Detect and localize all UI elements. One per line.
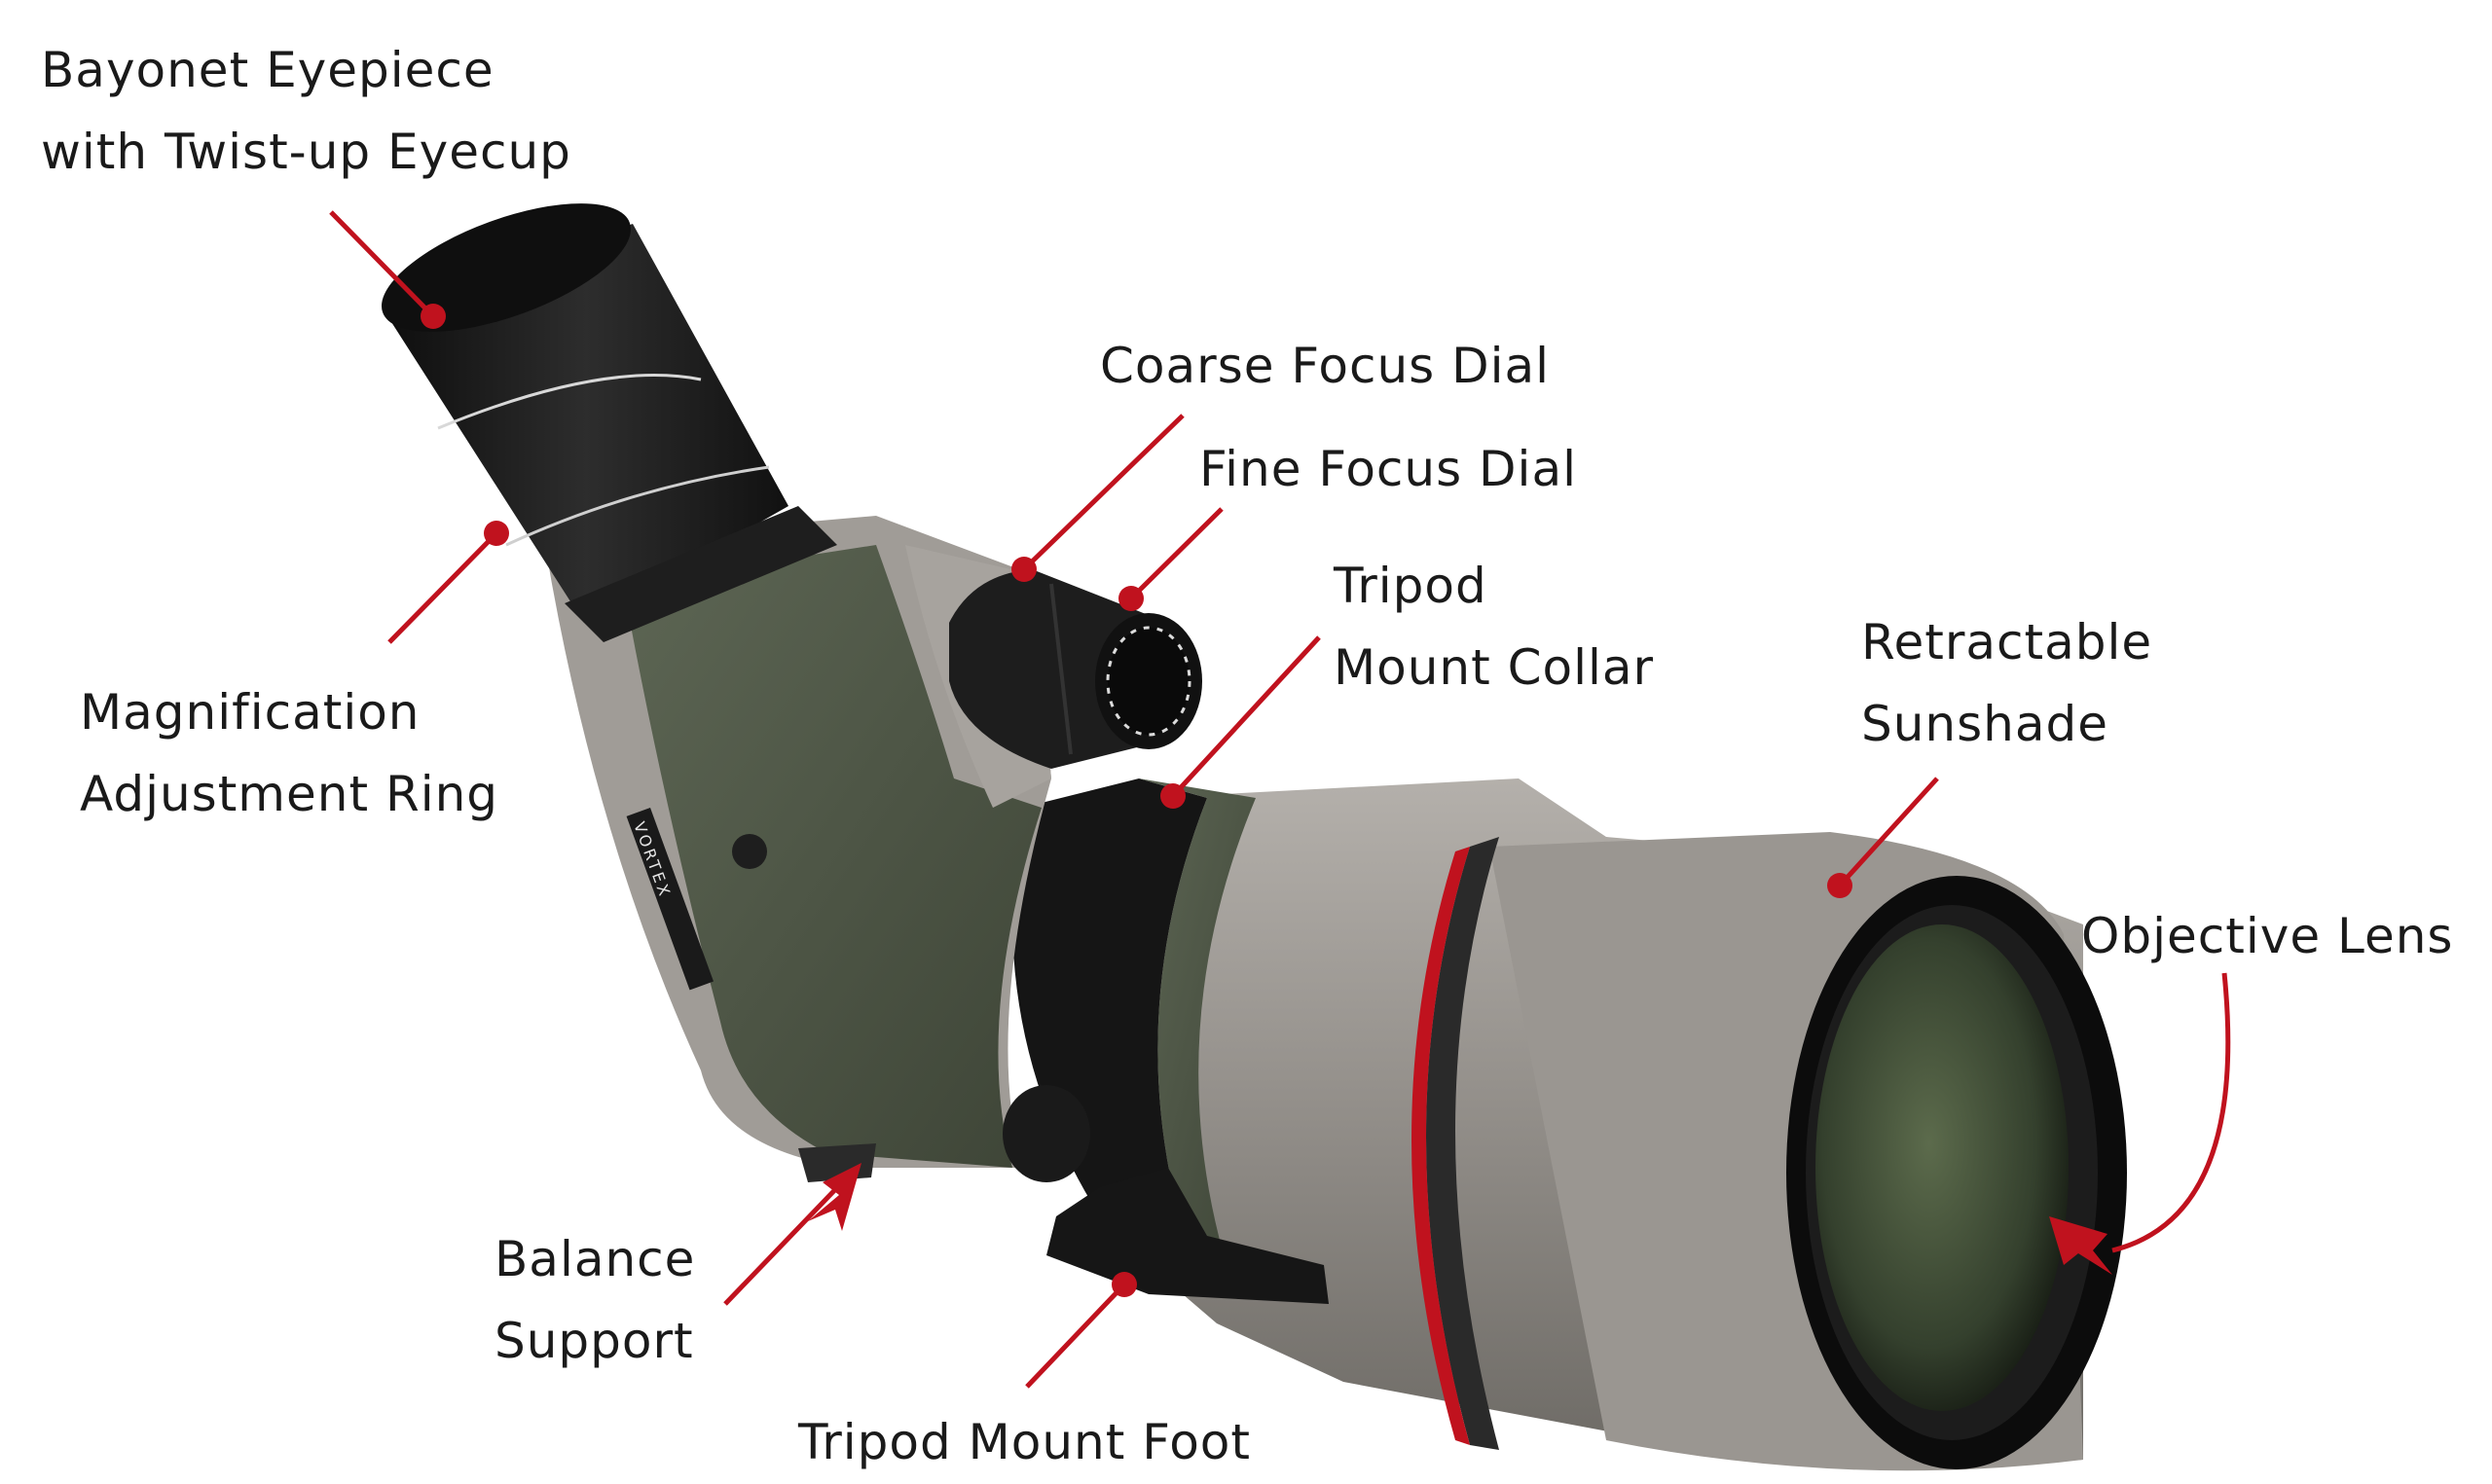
sunshade-dot (1827, 873, 1852, 898)
objective-lens (1786, 876, 2127, 1469)
magnification-leader (387, 531, 498, 644)
label-sunshade: Retractable Sunshade (1861, 614, 2153, 752)
eyepiece-dot (421, 304, 446, 329)
label-tripod-foot: Tripod Mount Foot (798, 1414, 1251, 1470)
objective-leader (2111, 972, 2231, 1253)
tripod-collar-dot (1160, 783, 1186, 809)
coarse-focus-dot (1011, 557, 1037, 582)
annotation-leaders (329, 210, 2231, 1389)
tripod-foot-leader (1025, 1283, 1126, 1389)
label-objective: Objective Lens (2081, 908, 2454, 964)
coarse-focus-leader (1022, 414, 1185, 571)
fine-focus-leader (1129, 507, 1224, 600)
magnification-dot (484, 521, 509, 546)
label-eyepiece: Bayonet Eyepiece with Twist-up Eyecup (41, 42, 571, 180)
eyepiece (381, 203, 837, 642)
annotation-markers (421, 304, 2112, 1297)
fine-focus-dot (1118, 586, 1144, 611)
label-fine-focus: Fine Focus Dial (1199, 441, 1577, 497)
label-balance: Balance Support (495, 1231, 696, 1369)
sunshade-leader (1838, 777, 1939, 887)
label-tripod-collar: Tripod Mount Collar (1334, 558, 1655, 696)
label-coarse-focus: Coarse Focus Dial (1100, 338, 1551, 394)
objective-arrowhead (2049, 1216, 2112, 1275)
focus-knobs (949, 569, 1202, 769)
label-magnification: Magnification Adjustment Ring (80, 684, 499, 822)
balance-leader (723, 1176, 849, 1306)
tripod-foot (1003, 1085, 1329, 1304)
tripod-foot-dot (1112, 1272, 1137, 1297)
balance-arrowhead (808, 1163, 861, 1231)
tripod-collar-leader (1171, 635, 1321, 798)
eyepiece-leader (329, 210, 435, 318)
